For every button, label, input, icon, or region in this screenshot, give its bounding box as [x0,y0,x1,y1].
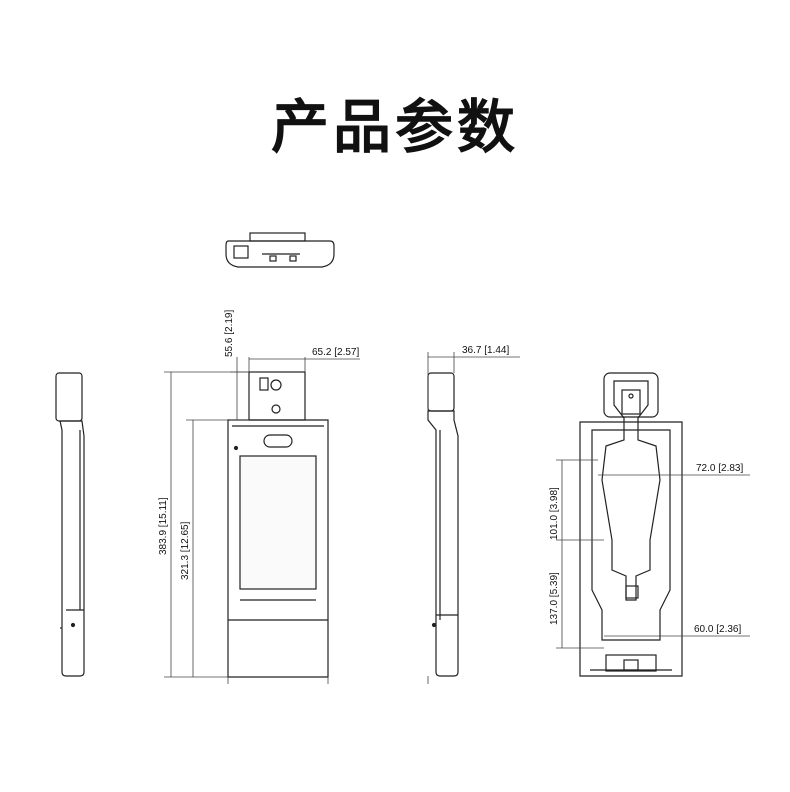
dim-mount-width-lower: 60.0 [2.36] [694,624,741,635]
page-title: 产品参数 [270,93,519,161]
top-view [225,232,335,268]
dim-body-height: 321.3 [12.65] [180,521,191,580]
dim-side-depth: 36.7 [1.44] [462,345,509,356]
front-view [227,371,329,678]
dim-camera-width: 65.2 [2.57] [312,347,359,358]
side-view-right [427,372,459,677]
dim-mount-spacing-lower: 137.0 [5.39] [549,572,560,625]
dim-camera-height: 55.6 [2.19] [224,310,235,357]
dim-total-height: 383.9 [15.11] [158,497,169,555]
side-view-left [55,372,85,677]
dim-mount-spacing-upper: 101.0 [3.98] [549,487,560,540]
rear-view [579,372,683,677]
dim-mount-width-upper: 72.0 [2.83] [696,463,743,474]
